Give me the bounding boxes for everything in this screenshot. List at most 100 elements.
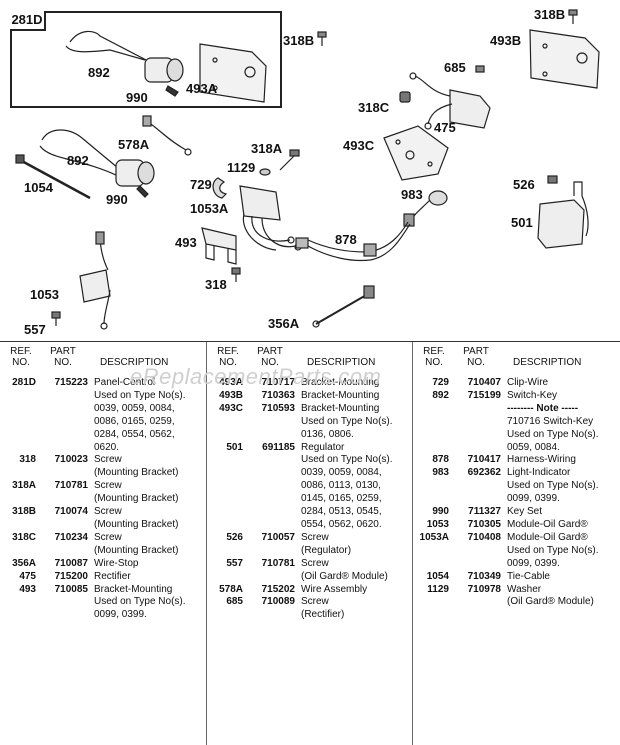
ref-no	[413, 493, 449, 506]
part-no: 710417	[467, 454, 501, 466]
table-row: 0099, 0399.	[413, 493, 620, 506]
description: Light-Indicator	[507, 467, 571, 479]
part-no	[243, 609, 295, 622]
description: Regulator	[301, 441, 345, 453]
description: Used on Type No(s).	[94, 596, 186, 608]
ref-no: 318B	[12, 506, 36, 518]
description: (Mounting Bracket)	[94, 493, 179, 505]
description: Rectifier	[94, 570, 131, 582]
description: Wire Assembly	[301, 583, 368, 595]
key-switch-drawing	[39, 129, 155, 198]
ref-no: 356A	[12, 557, 36, 569]
description: 0284, 0554, 0562,	[94, 428, 175, 440]
ref-no: 1053A	[419, 531, 449, 543]
callout-318A: 318A	[251, 141, 283, 156]
part-no: 710057	[261, 531, 295, 543]
part-no	[243, 416, 295, 429]
description: 0086, 0113, 0130,	[301, 480, 381, 492]
table-row: 0136, 0806.	[207, 429, 412, 442]
ref-no	[0, 493, 36, 506]
part-no: 710089	[261, 596, 295, 608]
part-no	[449, 442, 501, 455]
ref-no	[207, 571, 243, 584]
ref-no	[0, 609, 36, 622]
description: Screw	[301, 557, 329, 569]
part-no	[449, 558, 501, 571]
description: Bracket-Mounting	[301, 377, 380, 388]
tie-cable-1054-drawing	[15, 154, 91, 200]
regulator-501-drawing	[537, 175, 589, 249]
part-no	[36, 493, 88, 506]
description: Used on Type No(s).	[94, 389, 186, 401]
callout-990: 990	[106, 192, 128, 207]
table-row: (Rectifier)	[207, 609, 412, 622]
part-no: 710074	[54, 506, 88, 518]
ref-no	[0, 403, 36, 416]
description: Wire-Stop	[94, 557, 139, 569]
description: Bracket-Mounting	[301, 402, 380, 414]
callout-493C: 493C	[343, 138, 375, 153]
wire-assembly-578A-drawing	[142, 115, 192, 156]
part-no: 710978	[467, 583, 501, 595]
table-row: (Mounting Bracket)	[0, 467, 205, 480]
callout-557: 557	[24, 322, 46, 337]
part-no	[243, 506, 295, 519]
part-no	[36, 390, 88, 403]
description: Bracket-Mounting	[301, 389, 380, 401]
ref-no	[207, 493, 243, 506]
part-no: 710349	[467, 570, 501, 582]
ref-no: 318	[19, 454, 36, 466]
part-no: 710234	[54, 531, 88, 543]
watermark: eReplacementParts.com	[130, 364, 382, 389]
exploded-parts-diagram: 281D 892 990 493A 318B 318B 493B 685 318…	[0, 0, 620, 340]
table-row: Used on Type No(s).	[413, 545, 620, 558]
description: (Oil Gard® Module)	[301, 570, 388, 582]
part-no: 710781	[54, 480, 88, 492]
ref-no	[413, 596, 449, 609]
ref-no	[207, 609, 243, 622]
ref-no	[0, 467, 36, 480]
header-ref-no: REF.NO.	[10, 346, 32, 368]
callout-356A: 356A	[268, 316, 300, 331]
part-no	[36, 416, 88, 429]
ref-no	[413, 480, 449, 493]
screw-318-drawing	[231, 267, 241, 282]
table-row: (Oil Gard® Module)	[207, 571, 412, 584]
part-no	[449, 480, 501, 493]
part-no	[243, 480, 295, 493]
ref-no	[207, 467, 243, 480]
callout-983: 983	[401, 187, 423, 202]
part-no	[36, 596, 88, 609]
screw-557-drawing	[51, 311, 61, 326]
part-no	[36, 403, 88, 416]
table-row: (Oil Gard® Module)	[413, 596, 620, 609]
ref-no: 493B	[219, 389, 243, 401]
table-row: 0145, 0165, 0259,	[207, 493, 412, 506]
callout-892: 892	[88, 65, 110, 80]
header-ref-no: REF.NO.	[217, 346, 239, 368]
table-row: (Mounting Bracket)	[0, 519, 205, 532]
description: Screw	[94, 454, 122, 466]
ref-no	[413, 558, 449, 571]
part-no	[449, 416, 501, 429]
callout-318B: 318B	[534, 7, 566, 22]
callout-526: 526	[513, 177, 535, 192]
table-row: Used on Type No(s).	[413, 429, 620, 442]
ref-no	[207, 416, 243, 429]
ref-no: 578A	[219, 583, 243, 595]
part-no	[36, 519, 88, 532]
oil-gard-module-1053A-drawing	[239, 185, 302, 251]
